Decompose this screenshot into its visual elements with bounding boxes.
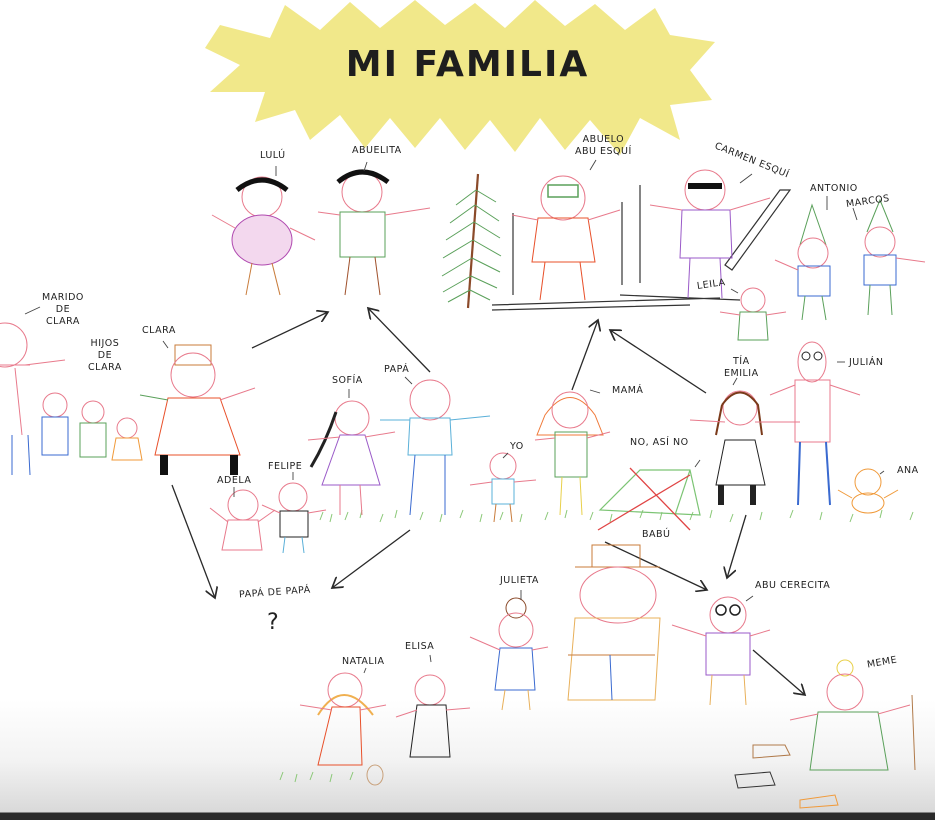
skis [491,185,792,311]
label-tia-emilia: TÍA EMILIA [724,356,759,379]
figure-julian [769,341,861,506]
label-mama: MAMÁ [612,385,644,396]
title-burst-shape [205,0,715,155]
label-adela: ADELA [217,475,252,486]
question-mark: ? [267,610,280,635]
figure-clara [139,344,256,475]
label-clara: CLARA [142,325,176,336]
label-ana: ANA [897,465,919,476]
grass [279,509,914,783]
label-papa: PAPÁ [384,364,410,375]
label-felipe: FELIPE [268,461,303,472]
figure-julieta [469,597,549,711]
figure-antonio [774,203,831,321]
figure-felipe [261,482,327,554]
label-abu-cerecita: ABU CERECITA [755,580,831,591]
figure-abuelita [317,169,431,296]
label-julian: JULIÁN [849,357,884,368]
pets [366,744,839,809]
figure-tia-emilia [689,390,800,505]
label-natalia: NATALIA [342,656,385,667]
label-abuelo: ABUELO ABU ESQUÍ [575,134,632,157]
label-marido-de-clara: MARIDO DE CLARA [42,292,84,327]
label-pointers [24,159,885,674]
figure-sofia [307,400,396,516]
figure-abu-cerecita [671,596,771,706]
label-no-asi-no: NO, ASÍ NO [630,437,689,448]
figure-yo [469,452,537,523]
figure-mama [534,391,611,516]
label-antonio: ANTONIO [810,183,858,194]
label-elisa: ELISA [405,641,435,652]
label-lulu: LULÚ [260,150,286,161]
label-babu: BABÚ [642,529,671,540]
figure-marido-de-clara [0,322,66,476]
figure-elisa [395,674,471,758]
figure-lulu [211,176,316,296]
figure-leila [719,287,787,341]
figure-hijos-de-clara [41,392,143,461]
page-title: MI FAMILIA [345,44,590,85]
label-sofia: SOFÍA [332,375,363,386]
figure-adela [209,489,276,551]
figure-carmen [649,169,771,299]
label-hijos-de-clara: HIJOS DE CLARA [88,338,122,373]
figure-ana [837,468,899,514]
pine-tree [441,173,502,309]
relation-arrows [171,308,805,695]
figure-abuelo [511,175,621,301]
label-abuelita: ABUELITA [352,145,402,156]
figure-babu [567,544,661,701]
figure-meme [789,659,916,771]
figure-papa [380,379,491,516]
figure-marcos [863,198,926,316]
label-yo: YO [510,441,524,452]
figure-natalia [299,672,387,766]
label-julieta: JULIETA [500,575,539,586]
tent-crossed-out [597,467,701,531]
